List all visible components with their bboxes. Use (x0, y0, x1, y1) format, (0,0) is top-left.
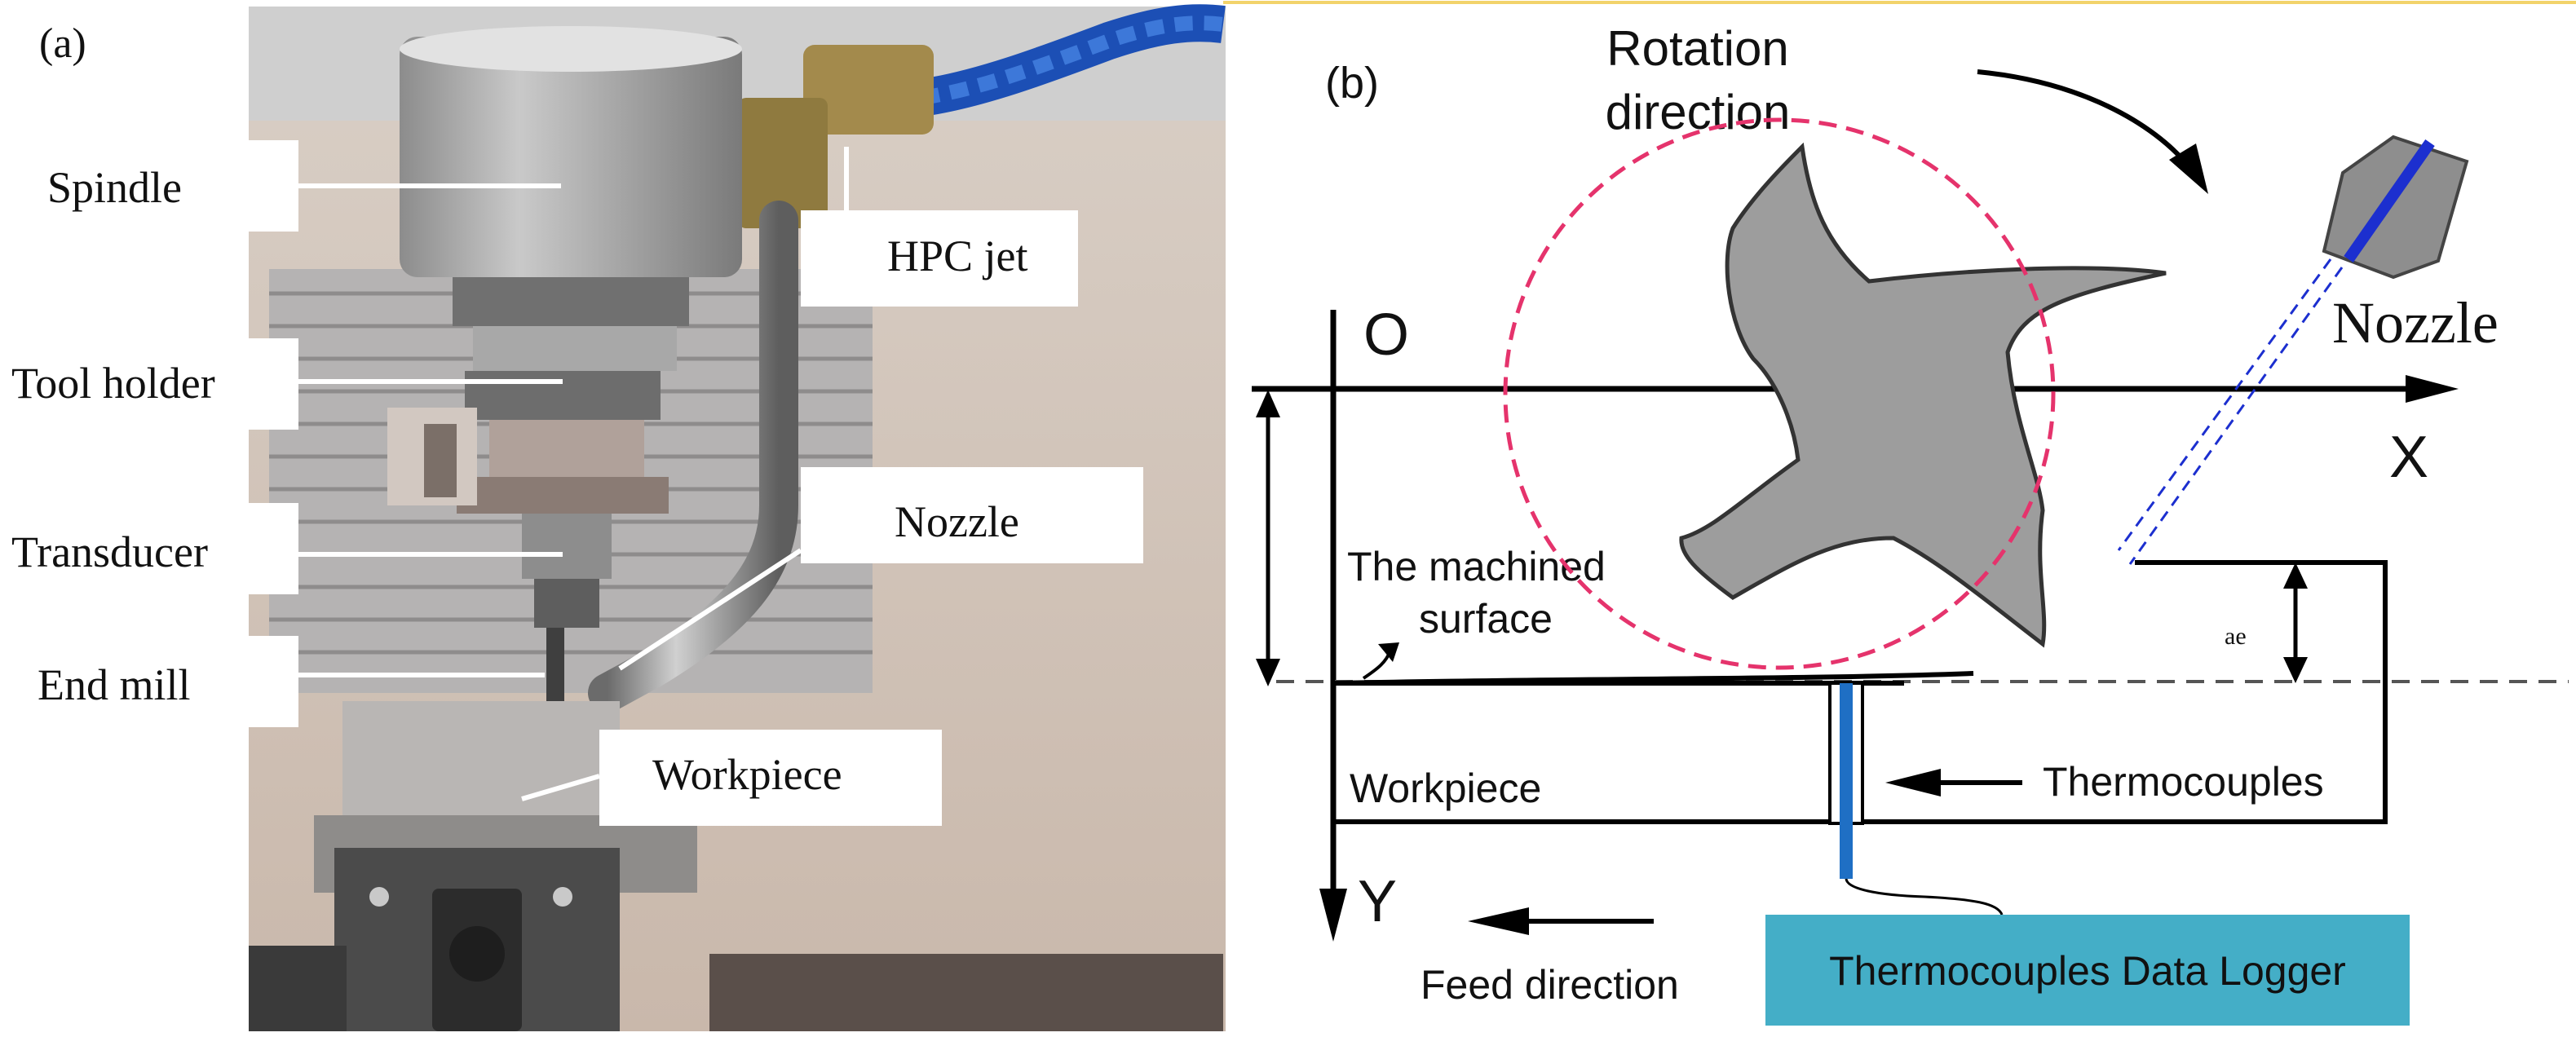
workpiece-label: Workpiece (1350, 766, 1541, 811)
workpiece-block (342, 701, 620, 832)
x-axis-arrowhead (2406, 375, 2459, 403)
label-end-mill: End mill (38, 660, 191, 709)
origin-label: O (1363, 302, 1409, 368)
jet-line-1 (2117, 258, 2332, 551)
rotation-label-line1: Rotation (1606, 21, 1788, 76)
data-logger-label: Thermocouples Data Logger (1829, 948, 2346, 994)
x-axis-label: X (2389, 425, 2428, 490)
y-axis-label: Y (1358, 869, 1397, 934)
rotation-arrow (1977, 69, 2192, 169)
feed-direction-label: Feed direction (1421, 962, 1679, 1008)
machined-surface-label-line1: The machined (1347, 544, 1606, 589)
tool-envelope-circle (1503, 117, 2056, 670)
spindle-body (400, 37, 742, 277)
label-nozzle: Nozzle (895, 497, 1019, 546)
nozzle-label: Nozzle (2332, 290, 2499, 355)
machined-surface-pointer (1362, 650, 1392, 680)
cutter-profile (1679, 142, 2167, 648)
jet-line-2 (2128, 267, 2344, 565)
panel-b-label: (b) (1325, 59, 1379, 108)
panel-a-label: (a) (39, 20, 86, 67)
label-hpc-jet: HPC jet (887, 232, 1028, 280)
callouts: Spindle Tool holder Transducer End mill … (7, 140, 1143, 826)
ae-label: ae (2225, 623, 2247, 650)
hpc-jet-fitting (803, 45, 934, 135)
hpc-jet-pipe (588, 201, 798, 713)
y-axis-arrowhead (1319, 889, 1347, 942)
thermocouple-lead (1845, 878, 2004, 916)
end-mill (546, 628, 564, 713)
thermocouples-arrow (1885, 769, 1941, 796)
label-spindle: Spindle (47, 163, 182, 212)
nozzle-bore (2344, 139, 2435, 263)
machined-surface-label-line2: surface (1419, 596, 1553, 642)
label-tool-holder: Tool holder (11, 359, 215, 408)
label-workpiece: Workpiece (652, 750, 842, 799)
thermocouples-label: Thermocouples (2043, 759, 2324, 805)
panel-a: (a) (7, 4, 1226, 1031)
thermocouple-wire (1840, 683, 1853, 879)
machine-photo (249, 4, 1226, 1031)
tool-holder (453, 277, 689, 326)
panel-b: (b) Rotation direction X Y O ae (1252, 21, 2569, 1026)
label-transducer: Transducer (11, 527, 208, 576)
data-logger-box (1765, 915, 2410, 1026)
